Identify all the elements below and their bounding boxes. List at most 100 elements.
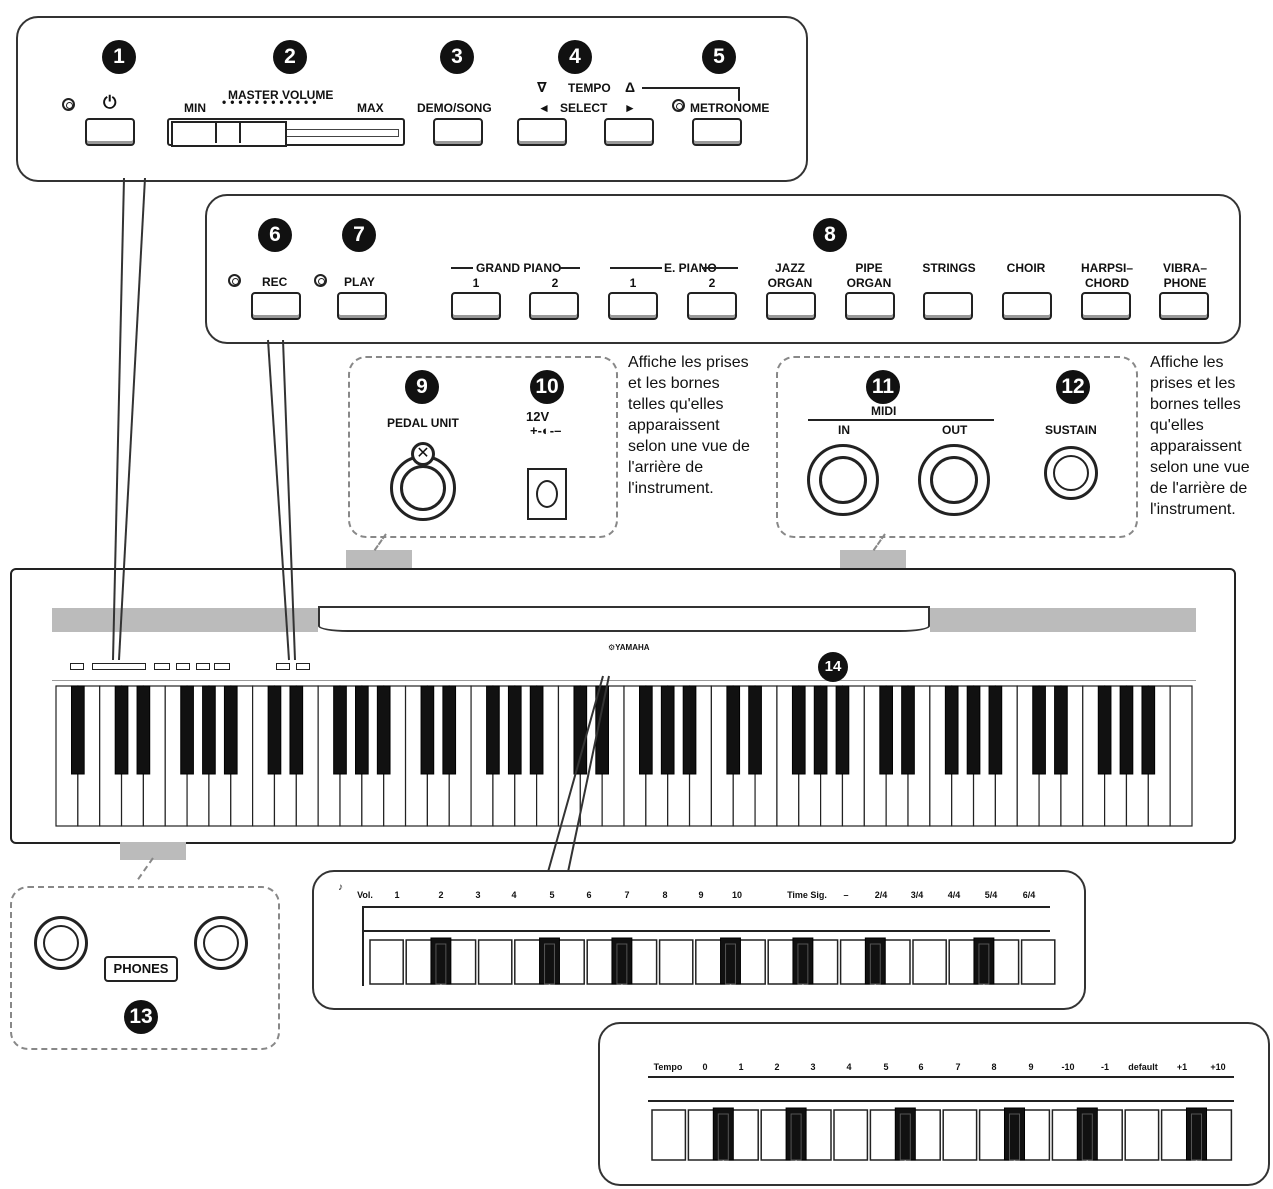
- zoom2-black-key: [1003, 1107, 1026, 1161]
- dc-polarity-symbol: +-◐-–: [530, 423, 562, 438]
- dc-in-jack[interactable]: [527, 468, 567, 520]
- callout-14: 14: [818, 652, 848, 682]
- pedal-unit-jack-inner: [400, 465, 446, 511]
- select-right-button[interactable]: [604, 118, 654, 146]
- black-key[interactable]: [988, 685, 1003, 775]
- black-key[interactable]: [114, 685, 129, 775]
- zoom2-key-top-line: [648, 1100, 1234, 1102]
- power-button[interactable]: [85, 118, 135, 146]
- black-key[interactable]: [202, 685, 216, 775]
- zoom1-label: 2/4: [874, 890, 888, 900]
- voice-button-grand-piano-1[interactable]: [451, 292, 501, 320]
- voice-button-pipe-organ[interactable]: [845, 292, 895, 320]
- rear-jacks-left-box: [348, 356, 618, 538]
- black-key[interactable]: [1054, 685, 1068, 775]
- voice-label-phone: PHONE: [1163, 276, 1207, 290]
- callout-1-leader: [112, 177, 125, 661]
- zoom2-label: 2: [774, 1062, 780, 1072]
- black-key[interactable]: [376, 685, 391, 775]
- black-key[interactable]: [333, 685, 347, 775]
- sustain-label: SUSTAIN: [1045, 423, 1097, 437]
- black-key[interactable]: [267, 685, 282, 775]
- music-rest: [318, 606, 930, 632]
- black-key[interactable]: [901, 685, 915, 775]
- mini-select-right: [196, 663, 210, 670]
- zoom2-black-key: [1185, 1107, 1208, 1161]
- zoom2-black-key: [1076, 1107, 1098, 1161]
- zoom2-white-key: [1124, 1109, 1160, 1161]
- zoom1-label: 4: [511, 890, 517, 900]
- zoom1-label: 6/4: [1022, 890, 1036, 900]
- zoom1-rest-line: [362, 906, 1050, 908]
- volume-min-label: MIN: [184, 101, 206, 115]
- black-key[interactable]: [748, 685, 762, 775]
- black-key[interactable]: [726, 685, 741, 775]
- white-key[interactable]: [1169, 685, 1193, 827]
- black-key[interactable]: [660, 685, 675, 775]
- black-key[interactable]: [682, 685, 697, 775]
- midi-label: MIDI: [871, 404, 897, 418]
- black-key[interactable]: [180, 685, 194, 775]
- black-key[interactable]: [1119, 685, 1134, 775]
- black-key[interactable]: [879, 685, 893, 775]
- zoom2-black-key: [894, 1107, 916, 1161]
- phones-jack-left-inner: [43, 925, 79, 961]
- black-key[interactable]: [529, 685, 544, 775]
- callout-10: 10: [530, 370, 564, 404]
- voice-button-e-piano-2[interactable]: [687, 292, 737, 320]
- black-key[interactable]: [223, 685, 238, 775]
- black-key[interactable]: [136, 685, 151, 775]
- zoom2-black-key-highlight: [1081, 1113, 1093, 1161]
- midi-in-jack-inner: [819, 456, 867, 504]
- black-key[interactable]: [595, 685, 609, 775]
- rec-button[interactable]: [251, 292, 301, 320]
- black-key[interactable]: [289, 685, 304, 775]
- right-speaker-grille: [930, 608, 1196, 632]
- voice-button-e-piano-1[interactable]: [608, 292, 658, 320]
- black-key[interactable]: [835, 685, 850, 775]
- zoom1-white-key: [1020, 939, 1056, 985]
- black-key[interactable]: [420, 685, 435, 775]
- black-key[interactable]: [1141, 685, 1156, 775]
- black-key[interactable]: [507, 685, 522, 775]
- black-key[interactable]: [944, 685, 959, 775]
- black-key[interactable]: [355, 685, 369, 775]
- select-left-button[interactable]: [517, 118, 567, 146]
- mini-key-label-strip: [52, 676, 1196, 681]
- black-key[interactable]: [486, 685, 500, 775]
- mini-demo-button: [154, 663, 170, 670]
- zoom1-label: Vol.: [357, 890, 373, 900]
- zoom1-label: Time Sig.: [787, 890, 827, 900]
- black-key[interactable]: [639, 685, 653, 775]
- play-button[interactable]: [337, 292, 387, 320]
- midi-out-label: OUT: [942, 423, 968, 437]
- callout-13: 13: [124, 1000, 158, 1034]
- yamaha-logo: ⚙YAMAHA: [608, 643, 650, 652]
- voice-label-vibra: VIBRA–: [1162, 261, 1207, 275]
- zoom2-label: -1: [1100, 1062, 1110, 1072]
- zoom1-black-key-highlight: [435, 943, 447, 985]
- black-key[interactable]: [1032, 685, 1046, 775]
- zoom1-keys: [369, 937, 1056, 985]
- voice-button-jazz-organ[interactable]: [766, 292, 816, 320]
- black-key[interactable]: [573, 685, 588, 775]
- voice-button-vibraphone[interactable]: [1159, 292, 1209, 320]
- voice-button-harpsichord[interactable]: [1081, 292, 1131, 320]
- metronome-button[interactable]: [692, 118, 742, 146]
- black-key[interactable]: [71, 685, 85, 775]
- select-label: SELECT: [560, 101, 608, 115]
- voice-button-grand-piano-2[interactable]: [529, 292, 579, 320]
- master-volume-slider-knob[interactable]: [171, 121, 287, 147]
- black-key[interactable]: [966, 685, 981, 775]
- mini-play-button: [296, 663, 310, 670]
- voice-button-strings[interactable]: [923, 292, 973, 320]
- master-volume-slider-track[interactable]: [167, 118, 405, 147]
- black-key[interactable]: [1097, 685, 1112, 775]
- demo-song-button[interactable]: [433, 118, 483, 146]
- voice-button-choir[interactable]: [1002, 292, 1052, 320]
- black-key[interactable]: [791, 685, 806, 775]
- black-key[interactable]: [442, 685, 457, 775]
- black-key[interactable]: [813, 685, 828, 775]
- callout-1-leader-b: [118, 177, 146, 661]
- zoom2-label: 4: [846, 1062, 852, 1072]
